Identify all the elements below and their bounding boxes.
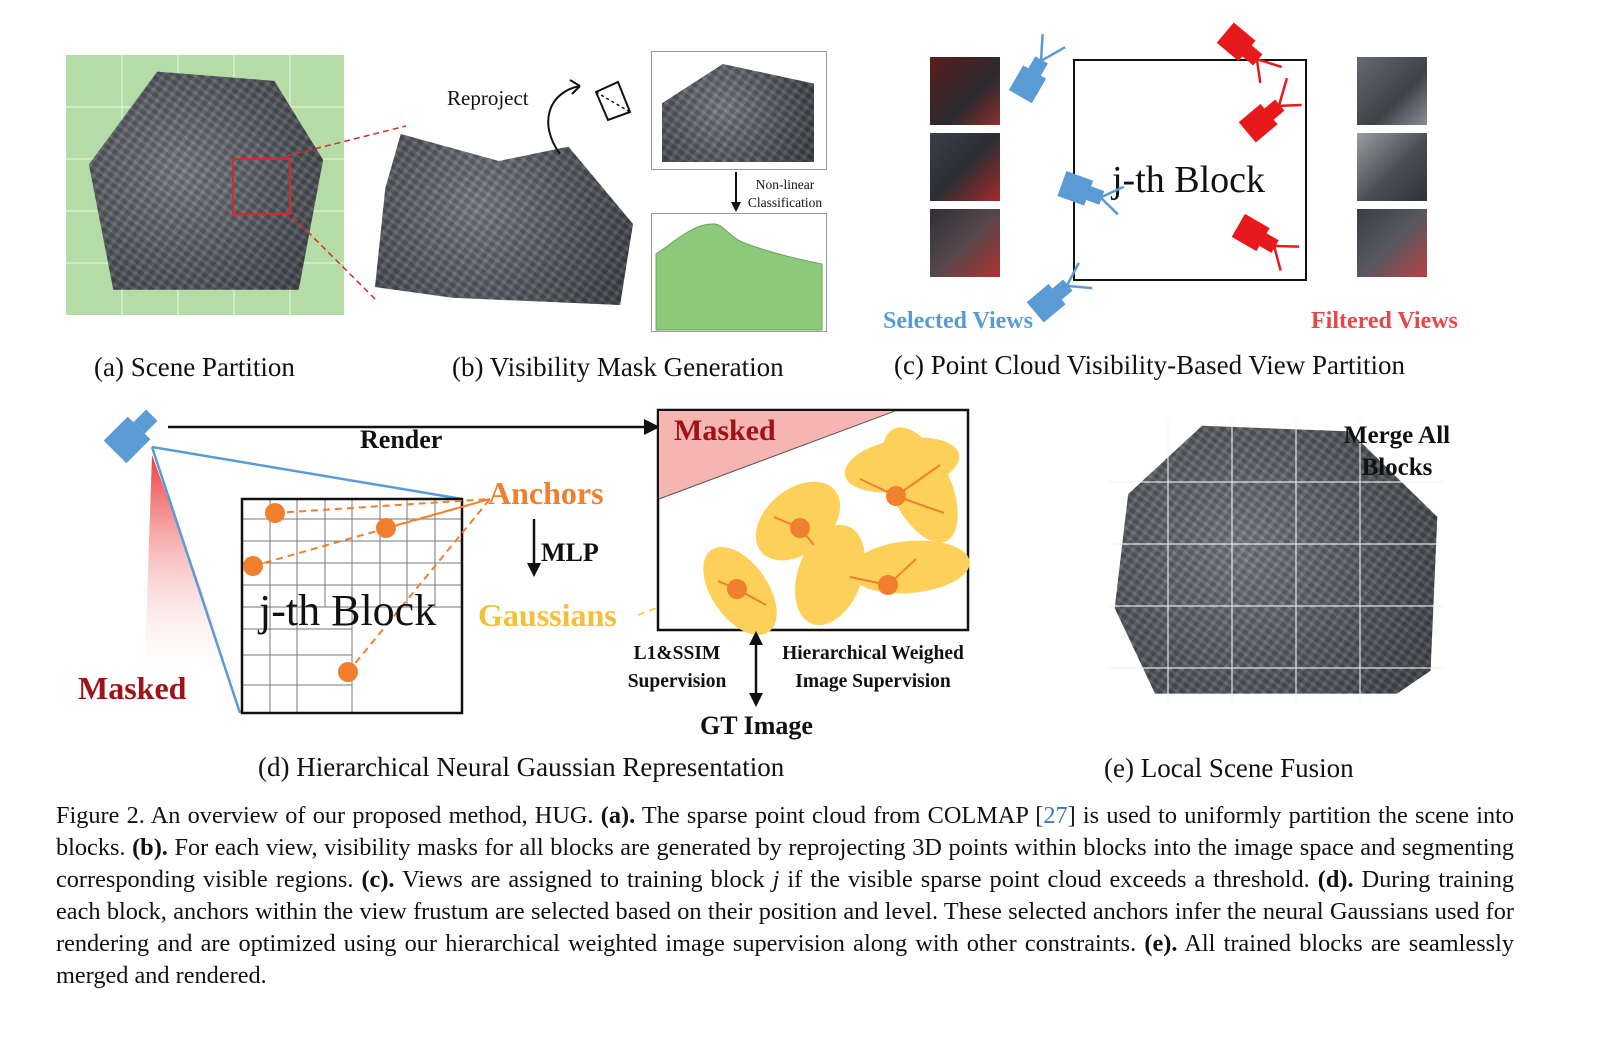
filtered-views-label: Filtered Views — [1311, 308, 1458, 334]
masked-top-label: Masked — [674, 414, 776, 447]
l1-line2: Supervision — [627, 671, 727, 692]
nonlinear-label: Non-linear Classification — [740, 176, 830, 212]
caption-s1: Figure 2. An overview of our proposed me… — [56, 802, 601, 829]
hier-line2: Image Supervision — [795, 671, 951, 692]
caption-s7: During training each block, anchors with… — [56, 866, 1514, 957]
l1-line1: L1&SSIM — [633, 643, 721, 664]
reproject-label: Reproject — [447, 86, 529, 110]
panel-a-caption: (a) Scene Partition — [94, 352, 295, 382]
caption-d: (d). — [1317, 866, 1354, 893]
anchors-label: Anchors — [488, 475, 604, 511]
selected-camera-icon-2 — [1057, 170, 1125, 216]
selected-camera-icon-1 — [1008, 34, 1066, 104]
panel-c-caption: (c) Point Cloud Visibility-Based View Pa… — [894, 350, 1405, 380]
view-thumb-5 — [1357, 133, 1427, 201]
caption-a: (a). — [600, 802, 636, 829]
visibility-mask-shape — [655, 223, 823, 331]
caption-s3: ] is used to uniformly partition the sce… — [56, 802, 1515, 861]
citation-link[interactable]: 27 — [1043, 802, 1068, 829]
panel-e-caption: (e) Local Scene Fusion — [1104, 753, 1354, 783]
render-label: Render — [360, 425, 443, 454]
block-d-label: j-th Block — [259, 586, 437, 635]
panel-d-caption: (d) Hierarchical Neural Gaussian Represe… — [258, 752, 785, 782]
reproject-arrow-camera — [547, 79, 632, 155]
camera-icon — [103, 409, 158, 464]
filtered-camera-icon-3 — [1231, 213, 1300, 271]
down-arrow — [731, 172, 741, 212]
selected-views-label: Selected Views — [883, 308, 1033, 334]
hierarchical-supervision-label: Hierarchical Weighed Image Supervision — [766, 640, 980, 696]
view-thumb-2 — [930, 133, 1000, 201]
nonlinear-line1: Non-linear — [755, 177, 815, 192]
view-thumb-3 — [930, 209, 1000, 277]
panel-a — [66, 55, 344, 315]
rendered-view-thumbnail — [651, 51, 827, 170]
view-thumb-4 — [1357, 57, 1427, 125]
gaussians-label: Gaussians — [478, 597, 617, 633]
caption-s6: if the visible sparse point cloud exceed… — [779, 866, 1318, 893]
gaussian-ellipses — [703, 427, 970, 635]
merge-all-label: Merge All Blocks — [1322, 420, 1472, 484]
hier-line1: Hierarchical Weighed — [782, 643, 964, 664]
nonlinear-line2: Classification — [747, 195, 823, 210]
filtered-camera-icon-2 — [1238, 77, 1302, 143]
block-c-label: j-th Block — [1112, 159, 1266, 201]
panel-d-diagram — [103, 408, 970, 715]
figure-caption: Figure 2. An overview of our proposed me… — [56, 800, 1514, 992]
gt-image-label: GT Image — [700, 711, 813, 740]
masked-left-label: Masked — [78, 670, 187, 706]
view-thumb-6 — [1357, 209, 1427, 277]
merged-grid-lines — [1108, 420, 1444, 705]
caption-s5: Views are assigned to training block — [394, 866, 773, 893]
caption-j: j — [772, 866, 780, 893]
selected-block-box — [232, 158, 291, 215]
view-thumb-1 — [930, 57, 1000, 125]
selected-camera-icon-3 — [1026, 262, 1093, 323]
caption-c: (c). — [361, 866, 395, 893]
caption-e: (e). — [1144, 930, 1178, 957]
filtered-camera-icon-1 — [1216, 22, 1283, 84]
caption-b: (b). — [132, 834, 168, 861]
merge-line1: Merge All — [1343, 422, 1451, 449]
caption-s4: For each view, visibility masks for all … — [56, 834, 1514, 893]
block-c-box — [1073, 59, 1307, 281]
mlp-label: MLP — [541, 538, 599, 567]
l1-ssim-label: L1&SSIM Supervision — [612, 640, 742, 696]
caption-s2: The sparse point cloud from COLMAP [ — [635, 802, 1044, 829]
anchor-points — [243, 503, 396, 682]
camera-icons — [1008, 22, 1302, 323]
panel-b-caption: (b) Visibility Mask Generation — [452, 352, 784, 382]
visibility-mask-thumbnail — [651, 213, 827, 332]
merge-line2: Blocks — [1361, 454, 1433, 481]
caption-s8: All trained blocks are seamlessly merged… — [56, 930, 1515, 989]
zoom-lines — [285, 125, 407, 301]
